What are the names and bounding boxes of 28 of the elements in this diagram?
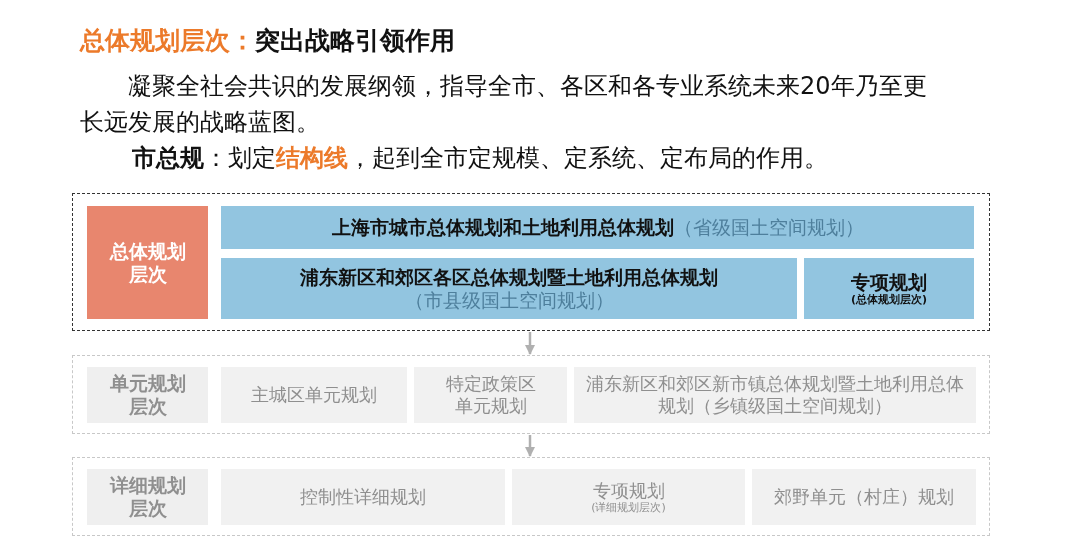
plan-box	[221, 258, 797, 319]
box-title: 主城区单元规划	[251, 384, 377, 406]
arrow	[525, 435, 535, 457]
box-title: 专项规划	[592, 479, 665, 502]
plan-box	[804, 258, 974, 319]
box-title: 详细规划层次	[109, 474, 186, 520]
box-title: 浦东新区和郊区各区总体规划暨土地利用总体规划	[300, 265, 718, 289]
box-title: 郊野单元（村庄）规划	[774, 486, 954, 508]
box-subtitle: (总体规划层次)	[850, 293, 928, 307]
box-title: 浦东新区和郊区新市镇总体规划暨土地利用总体规划（乡镇级国土空间规划）	[585, 373, 965, 417]
level-label-box	[87, 206, 208, 319]
paragraph: 凝聚全社会共识的发展纲领，指导全市、各区和各专业系统未来20年乃至更长远发展的战略蓝图。	[80, 71, 928, 138]
box-title: 单元规划层次	[109, 372, 186, 418]
dashed-group-frame	[72, 193, 990, 331]
arrow	[525, 332, 535, 355]
dashed-group-frame	[72, 457, 990, 536]
box-title: 特定政策区单元规划	[445, 373, 536, 417]
box-title: 上海市城市总体规划和土地利用总体规划	[331, 216, 674, 239]
dashed-group-frame	[72, 355, 990, 434]
box-title: 控制性详细规划	[300, 486, 426, 508]
box-title: 总体规划层次	[109, 239, 186, 286]
heading: 总体规划层次：突出战略引领作用	[80, 25, 455, 57]
box-subtitle: (详细规划层次)	[591, 501, 666, 515]
box-title: 专项规划	[851, 270, 927, 293]
plan-box	[221, 206, 974, 249]
box-subtitle: （省级国土空间规划）	[673, 216, 864, 239]
paragraph: 市总规：划定结构线，起到全市定规模、定系统、定布局的作用。	[131, 143, 829, 174]
box-subtitle: （市县级国土空间规划）	[404, 288, 614, 312]
